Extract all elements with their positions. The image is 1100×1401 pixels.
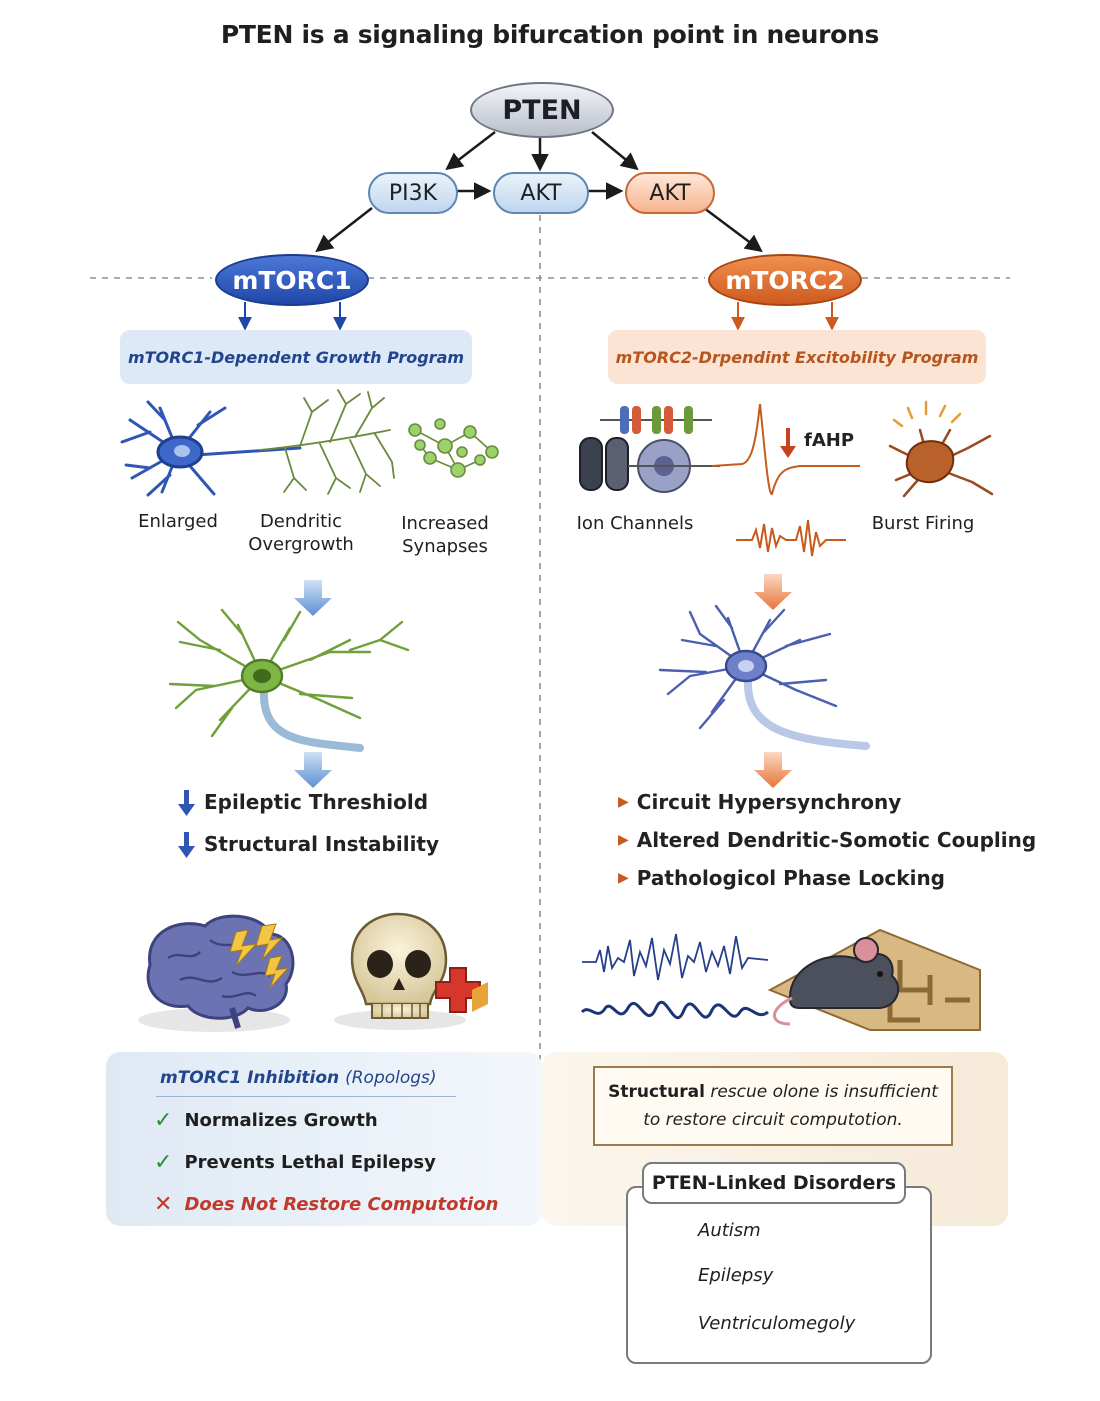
synapses-label-line2: Synapses — [402, 536, 488, 557]
triangle-bullet-icon: ▶ — [618, 870, 629, 886]
triangle-bullet-icon: ▶ — [618, 794, 629, 810]
page-title: PTEN is a signaling bifurcation point in… — [220, 20, 880, 49]
inhibition-item: ✓ Normalizes Growth — [154, 1108, 378, 1133]
right-outcome-item: ▶ Altered Dendritic-Somotic Coupling — [618, 828, 1036, 852]
blue-neuron-icon — [658, 604, 870, 750]
divider — [156, 1096, 456, 1097]
inhibition-item: ✕ Does Not Restore Computotion — [154, 1192, 498, 1217]
increased-synapses-label: Increased Synapses — [390, 512, 500, 558]
dashed-dividers — [90, 215, 1010, 1222]
dendritic-label-line2: Overgrowth — [248, 534, 354, 555]
mtorc1-program-banner: mTORC1-Dependent Growth Program — [120, 330, 472, 384]
rescue-line2: to restore circuit computotion. — [643, 1110, 903, 1130]
dendritic-overgrowth-icon — [259, 389, 395, 495]
lfp-trace — [582, 933, 769, 981]
mouse-maze-icon — [767, 928, 981, 1031]
right-outcome-item: ▶ Pathologicol Phase Locking — [618, 866, 945, 890]
disorders-box — [626, 1186, 932, 1364]
action-potential-trace — [711, 403, 860, 496]
mtorc1-node: mTORC1 — [215, 254, 369, 306]
mtorc1-inhibition-panel — [106, 1052, 542, 1226]
right-outcome-item: ▶ Circuit Hypersynchrony — [618, 790, 901, 814]
decrease-arrow-icon — [178, 790, 195, 858]
mtorc2-node: mTORC2 — [708, 254, 862, 306]
rescue-statement-box: Structural rescue olone is insufficient … — [593, 1066, 953, 1146]
fahp-label: fAHP — [804, 430, 854, 451]
pathway-arrows — [315, 131, 763, 253]
ion-channels-icon — [579, 406, 720, 493]
brain-icon — [138, 914, 295, 1032]
rescue-line1-b: rescue olone is insufficient — [710, 1082, 938, 1102]
dendritic-overgrowth-label: Dendritic Overgrowth — [240, 510, 362, 556]
inhibition-item-text: Prevents Lethal Epilepsy — [184, 1152, 436, 1173]
check-icon: ✓ — [154, 1150, 173, 1175]
enlarged-label: Enlarged — [138, 511, 218, 532]
akt-node-right: AKT — [625, 172, 715, 214]
right-outcome-text: Altered Dendritic-Somotic Coupling — [636, 828, 1037, 852]
down-arrow-icon — [754, 574, 792, 610]
down-arrow-icon — [294, 580, 332, 616]
left-outcome-item: Epileptic Threshiold — [204, 790, 429, 814]
inhibition-item-text: Does Not Restore Computotion — [184, 1194, 499, 1215]
inhibition-item-text: Normalizes Growth — [184, 1110, 378, 1131]
left-outcome-item: Structural Instability — [204, 832, 440, 856]
skull-icon — [334, 912, 488, 1030]
disorders-title: PTEN-Linked Disorders — [642, 1162, 906, 1204]
disorder-item: Ventriculomegoly — [698, 1313, 856, 1334]
pi3k-node: PI3K — [368, 172, 458, 214]
akt-node-left: AKT — [493, 172, 589, 214]
ion-channels-label: Ion Channels — [576, 513, 694, 534]
green-neuron-icon — [168, 608, 410, 752]
enlarged-neuron-icon — [120, 400, 302, 497]
right-outcome-text: Pathologicol Phase Locking — [636, 866, 945, 890]
pten-node: PTEN — [470, 82, 614, 138]
cross-icon: ✕ — [154, 1192, 173, 1217]
dendritic-label-line1: Dendritic — [259, 511, 343, 532]
right-outcome-text: Circuit Hypersynchrony — [636, 790, 902, 814]
check-icon: ✓ — [154, 1108, 173, 1133]
synapses-label-line1: Increased — [401, 513, 489, 534]
inhibition-item: ✓ Prevents Lethal Epilepsy — [154, 1150, 436, 1175]
down-arrow-icon — [294, 752, 332, 788]
hypersynchrony-trace — [580, 1000, 769, 1020]
burst-firing-label: Burst Firing — [871, 513, 975, 534]
increased-synapses-icon — [408, 418, 499, 478]
inhibition-title: mTORC1 Inhibition (Ropologs) — [160, 1068, 437, 1088]
rescue-line1-a: Structural — [608, 1082, 705, 1102]
down-arrow-icon — [754, 752, 792, 788]
burst-firing-neuron-icon — [888, 400, 994, 498]
mtorc2-program-banner: mTORC2-Drpendint Excitobility Program — [608, 330, 986, 384]
triangle-bullet-icon: ▶ — [618, 832, 629, 848]
burst-spikes-trace — [736, 519, 846, 557]
inhibition-title-suffix: (Ropologs) — [345, 1068, 437, 1088]
disorder-item: Autism — [698, 1220, 761, 1241]
inhibition-title-main: mTORC1 Inhibition — [160, 1068, 340, 1088]
disorder-item: Epilepsy — [698, 1265, 774, 1286]
